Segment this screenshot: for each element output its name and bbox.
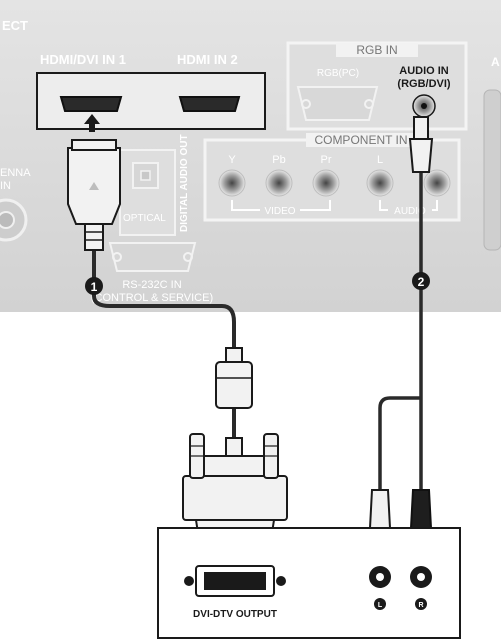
audio-in-plug-tip <box>413 116 429 140</box>
step-2-badge <box>412 272 430 290</box>
audio-in-plug <box>408 116 434 173</box>
hdmi-adapter-end <box>215 347 253 409</box>
rgb-pc-port[interactable] <box>296 86 379 121</box>
rgb-screw-right <box>364 99 374 109</box>
video-label: VIDEO <box>264 206 295 217</box>
component-title-bg <box>306 133 416 147</box>
dvi-plug-relief <box>225 437 243 457</box>
step-2-number: 2 <box>418 275 425 289</box>
component-y-label: Y <box>228 154 236 166</box>
component-pb-jack[interactable] <box>265 169 293 197</box>
rca-left-body <box>368 489 392 529</box>
audio-l-marker-text: L <box>378 602 383 609</box>
audio-bracket <box>379 200 438 211</box>
rgb-in-title: RGB IN <box>356 43 397 57</box>
dvi-port-screw-left <box>184 576 194 586</box>
component-y-jack[interactable] <box>218 169 246 197</box>
hdmi-2-port[interactable] <box>178 96 241 112</box>
side-port-strip <box>483 89 501 251</box>
audio-cable-left <box>378 396 421 492</box>
hdmi-1-port[interactable] <box>59 96 123 112</box>
audio-in-sublabel: (RGB/DVI) <box>397 78 451 90</box>
panel-right-edge-label: A <box>491 55 500 69</box>
dvi-port-screw-right <box>276 576 286 586</box>
audio-out-r-jack-center <box>417 573 425 581</box>
audio-l-marker <box>374 598 386 610</box>
dvi-plug-shell <box>182 475 288 521</box>
audio-r-marker-text: R <box>418 602 423 609</box>
dvi-dtv-output-label: DVI-DTV OUTPUT <box>193 609 277 620</box>
rs232c-screw-right <box>183 252 193 262</box>
rs232c-input: RS-232C IN (CONTROL & SERVICE) <box>91 242 213 304</box>
dvi-port-pins <box>204 572 266 590</box>
source-device: DVI-DTV OUTPUT L R <box>157 527 461 639</box>
hdmi-in-2-label: HDMI IN 2 <box>177 52 238 67</box>
rs232c-screw-left <box>112 252 122 262</box>
optical-port-inner <box>140 170 151 181</box>
step-1-number: 1 <box>91 280 98 294</box>
hdmi-input-group: HDMI/DVI IN 1 HDMI IN 2 <box>36 52 266 132</box>
optical-label: OPTICAL <box>123 213 166 224</box>
rs232c-label: RS-232C IN <box>122 279 181 291</box>
component-l-jack[interactable] <box>366 169 394 197</box>
digital-audio-out-label: DIGITAL AUDIO OUT <box>179 134 190 232</box>
video-bracket <box>231 200 331 211</box>
hdmi-plug-strain-relief <box>84 223 104 251</box>
rgb-pc-label: RGB(PC) <box>317 68 359 79</box>
hdmi-plug-tip <box>71 139 117 151</box>
hdmi-plug-arrow-icon <box>89 182 99 190</box>
rca-right-body <box>409 489 433 529</box>
step-2-marker: 2 <box>412 272 430 290</box>
antenna-connector-center <box>0 211 15 229</box>
insert-arrow-icon <box>84 114 100 132</box>
step-1-marker: 1 <box>85 277 103 295</box>
panel-edge-label: ECT <box>2 18 28 33</box>
component-pr-jack[interactable] <box>312 169 340 197</box>
component-pb-label: Pb <box>272 154 285 166</box>
rs232c-port[interactable] <box>108 242 197 272</box>
audio-in-label: AUDIO IN <box>399 65 449 77</box>
audio-in-jack-center <box>421 103 427 109</box>
rs232c-sublabel: (CONTROL & SERVICE) <box>91 292 213 304</box>
hdmi-plug <box>67 139 121 251</box>
audio-r-marker <box>415 598 427 610</box>
antenna-input: ENNA IN <box>0 167 31 242</box>
step-1-badge <box>85 277 103 295</box>
hdmi-end-body <box>215 361 253 409</box>
hdmi-dvi-cable <box>92 248 236 350</box>
digital-audio-out: OPTICAL DIGITAL AUDIO OUT <box>119 134 190 236</box>
antenna-sublabel: IN <box>0 180 11 192</box>
rgb-in-title-bg <box>336 43 418 57</box>
component-l-label: L <box>377 154 383 166</box>
audio-out-l-jack-center <box>376 573 384 581</box>
antenna-label: ENNA <box>0 167 31 179</box>
rgb-screw-left <box>301 99 311 109</box>
hdmi-end-relief <box>225 347 243 363</box>
component-r-jack[interactable] <box>423 169 451 197</box>
component-pr-label: Pr <box>321 154 332 166</box>
dvi-plug <box>182 433 288 547</box>
audio-in-plug-body <box>408 138 434 173</box>
hdmi-dvi-in-1-label: HDMI/DVI IN 1 <box>40 52 126 67</box>
component-title: COMPONENT IN <box>314 133 407 147</box>
audio-label: AUDIO <box>394 206 426 217</box>
rgb-in-group: RGB IN RGB(PC) AUDIO IN (RGB/DVI) <box>286 41 468 131</box>
